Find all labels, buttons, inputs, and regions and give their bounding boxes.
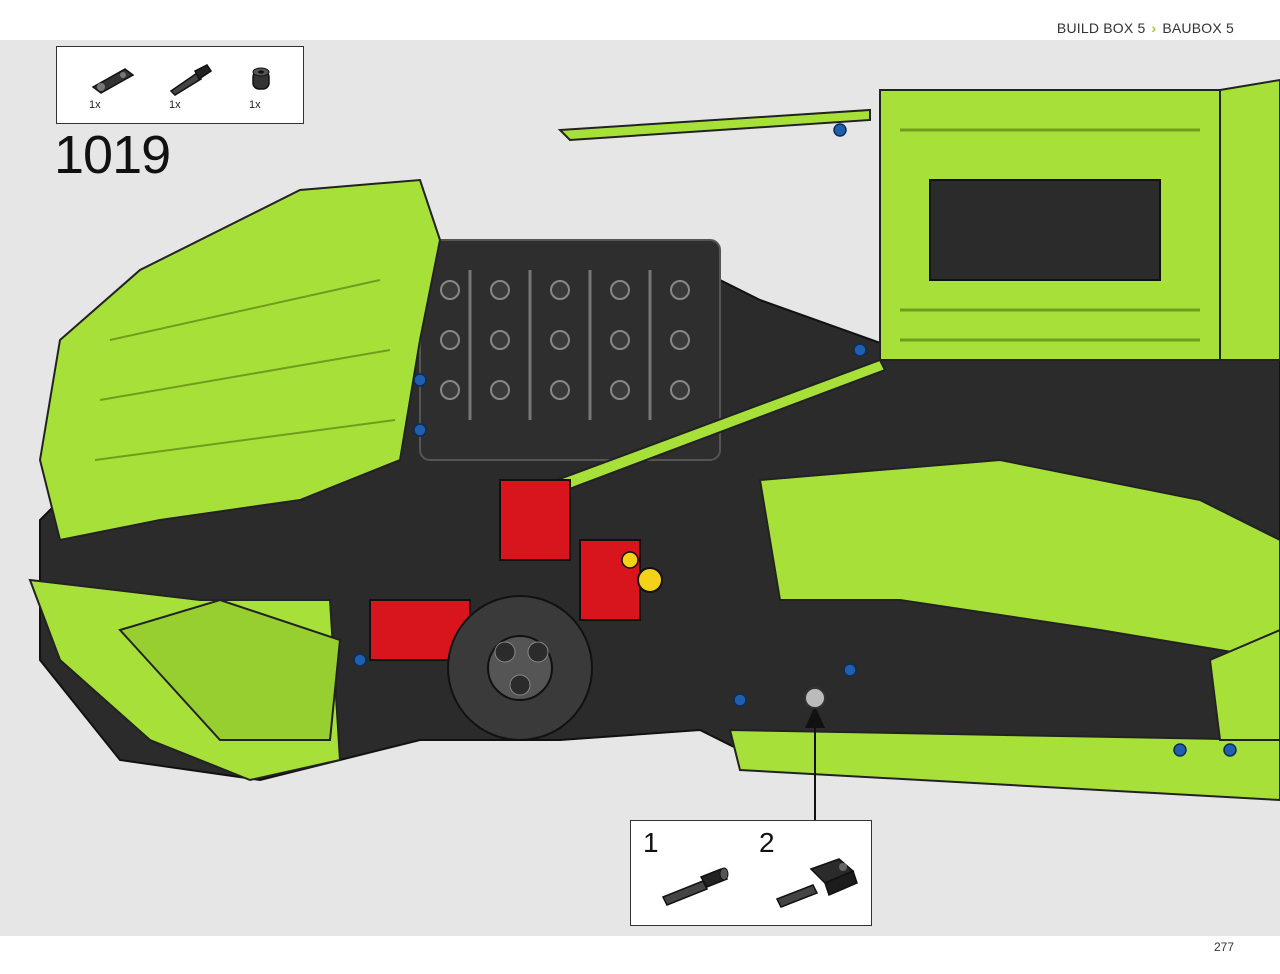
breadcrumb: BUILD BOX 5 › BAUBOX 5 [1057,20,1234,36]
sub-assembly-callout: 1 2 [630,820,872,926]
sub-step-number-1: 1 [643,827,659,858]
part-quantity: 1x [249,99,261,111]
part-quantity: 1x [169,99,181,111]
parts-list-item: 1x [87,61,147,117]
bush-icon [252,67,270,90]
page-number: 277 [1213,940,1234,954]
axle-pin-icon [661,867,729,906]
parts-list-item: 1x [167,61,227,117]
page-footer: 277 [0,936,1280,974]
axle-pin-icon [169,64,213,96]
beam-with-axle-icon [91,68,135,94]
page-header: BUILD BOX 5 › BAUBOX 5 [0,0,1280,40]
parts-list-callout: 1x 1x 1x [56,46,304,124]
chevron-right-icon: › [1151,20,1157,36]
breadcrumb-build-box: BUILD BOX 5 [1056,20,1146,36]
sub-step-number-2: 2 [759,827,775,858]
step-number: 1019 [54,125,171,185]
part-quantity: 1x [89,99,101,111]
beam-with-axle-icon [775,858,858,908]
instruction-stage: 1x 1x 1x 1019 1 2 [0,40,1280,936]
parts-list-item: 1x [247,61,307,117]
car-model-illustration [28,78,1280,820]
breadcrumb-baubox: BAUBOX 5 [1162,20,1234,36]
